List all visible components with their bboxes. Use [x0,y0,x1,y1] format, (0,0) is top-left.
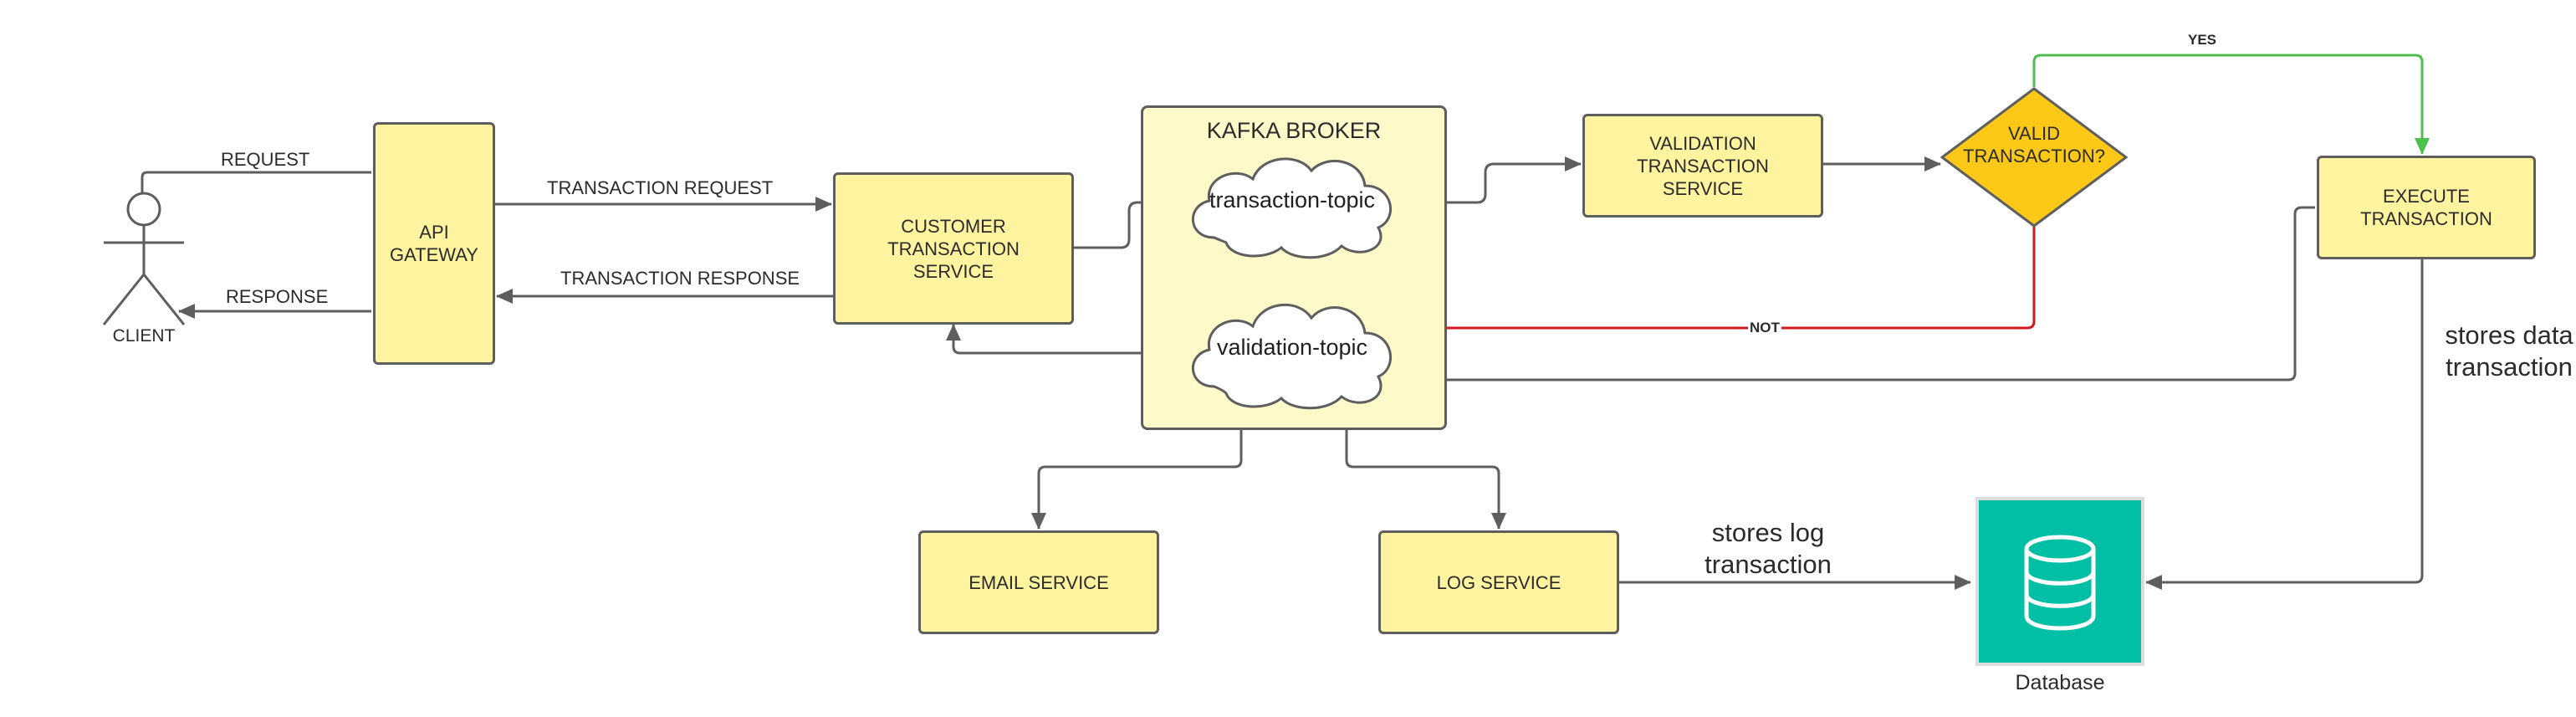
validation-transaction-service-label: VALIDATION TRANSACTION SERVICE [1637,132,1769,199]
decision-label: VALID TRANSACTION? [1963,123,2105,166]
valid-transaction-decision-diamond[interactable] [1940,87,2128,228]
validation-topic-cloud-icon[interactable] [1181,289,1403,412]
transaction-topic-label: transaction-topic [1209,187,1376,213]
customer-transaction-service-box[interactable]: CUSTOMER TRANSACTION SERVICE [833,172,1074,325]
customer-to-transaction-topic-edge [1072,195,1192,249]
validation-transaction-service-box[interactable]: VALIDATION TRANSACTION SERVICE [1582,114,1823,218]
response-label: RESPONSE [226,286,329,307]
validation-topic-to-log-edge [1345,400,1506,530]
yes-edge [2032,54,2430,155]
api-gateway-box[interactable]: API GATEWAY [373,122,495,365]
transaction-topic-to-validation-edge [1393,156,1582,204]
request-label: REQUEST [221,149,310,170]
validation-topic-to-customer-edge [946,324,1191,355]
not-edge [1394,226,2036,335]
email-service-label: EMAIL SERVICE [969,571,1109,593]
execute-to-database-edge [2145,259,2424,590]
database-label: Database [2015,671,2105,694]
execute-to-validation-topic-edge [1394,206,2315,387]
execute-transaction-box[interactable]: EXECUTE TRANSACTION [2317,156,2536,259]
request-edge [141,171,371,193]
customer-transaction-service-label: CUSTOMER TRANSACTION SERVICE [887,215,1020,282]
stores-log-label: stores log transaction [1705,518,1832,579]
transaction-request-label: TRANSACTION REQUEST [547,177,774,198]
client-label: CLIENT [112,326,176,346]
client-actor-icon [102,192,186,325]
api-gateway-label: API GATEWAY [390,222,478,265]
log-service-label: LOG SERVICE [1436,571,1561,593]
validation-topic-to-email-edge [1031,403,1243,530]
validation-topic-label: validation-topic [1216,335,1368,360]
transaction-response-label: TRANSACTION RESPONSE [560,268,800,289]
transaction-topic-cloud-icon[interactable] [1181,144,1403,261]
kafka-broker-title: KAFKA BROKER [1206,118,1382,143]
email-service-box[interactable]: EMAIL SERVICE [918,530,1159,634]
yes-label: YES [2188,32,2217,48]
not-label: NOT [1748,320,1781,336]
stores-data-label: stores data transaction [2445,320,2573,382]
log-service-box[interactable]: LOG SERVICE [1378,530,1619,634]
database-icon [2024,535,2096,631]
database-node[interactable] [1975,497,2144,666]
execute-transaction-label: EXECUTE TRANSACTION [2360,186,2492,229]
